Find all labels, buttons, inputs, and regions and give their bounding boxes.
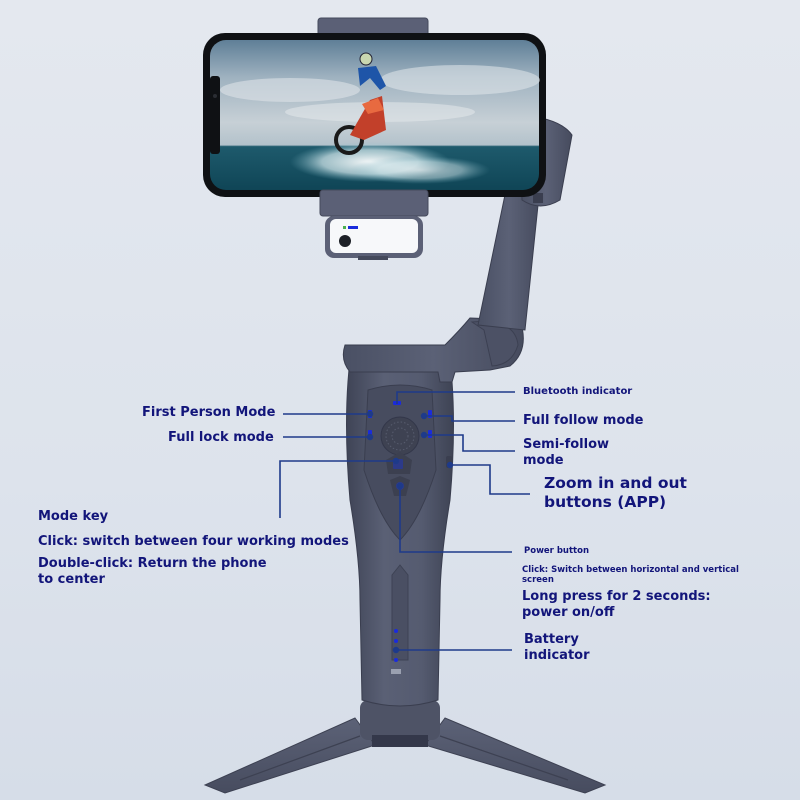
power-button-click-description: Click: Switch between horizontal and ver… xyxy=(522,565,739,586)
bluetooth-indicator-label: Bluetooth indicator xyxy=(523,386,633,397)
zoom-buttons-label: Zoom in and out buttons (APP) xyxy=(544,474,687,511)
mode-key-click-description: Click: switch between four working modes xyxy=(38,534,349,549)
callout-lines xyxy=(279,391,530,654)
battery-indicator-label: Battery indicator xyxy=(524,632,590,663)
tripod xyxy=(203,700,607,794)
full-lock-mode-label: Full lock mode xyxy=(168,430,274,445)
full-follow-mode-label: Full follow mode xyxy=(523,413,644,428)
mode-key-double-click-description: Double-click: Return the phone to center xyxy=(38,556,267,587)
power-button-long-press-description: Long press for 2 seconds: power on/off xyxy=(522,589,711,620)
semi-follow-mode-label: Semi-follow mode xyxy=(523,437,610,468)
power-button-title: Power button xyxy=(524,546,589,556)
first-person-mode-label: First Person Mode xyxy=(142,405,276,420)
mode-key-title: Mode key xyxy=(38,509,109,524)
